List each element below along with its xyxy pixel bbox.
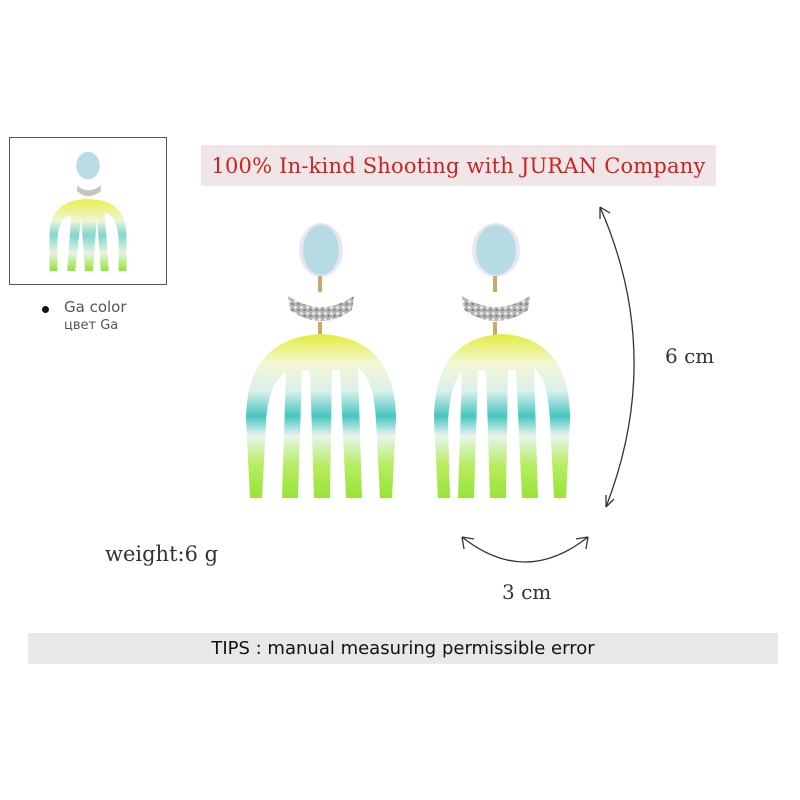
tips-bar: TIPS : manual measuring permissible erro… [28,633,778,664]
variant-name-ru: цвет Ga [64,318,119,333]
radio-dot-icon [42,306,49,313]
product-image [240,210,600,510]
dimension-arrows [440,195,640,575]
thumbnail-earring-image [49,151,127,272]
variant-name: Ga color [64,298,127,316]
tips-text: TIPS : manual measuring permissible erro… [211,638,595,659]
height-dimension: 6 cm [665,344,715,368]
variant-thumbnail[interactable] [9,137,167,285]
weight-label: weight:6 g [105,542,219,566]
headline-banner: 100% In-kind Shooting with JURAN Company [201,145,716,186]
headline-text: 100% In-kind Shooting with JURAN Company [211,153,706,178]
right-earring [434,223,570,498]
left-earring [246,223,396,498]
width-dimension: 3 cm [502,580,552,604]
